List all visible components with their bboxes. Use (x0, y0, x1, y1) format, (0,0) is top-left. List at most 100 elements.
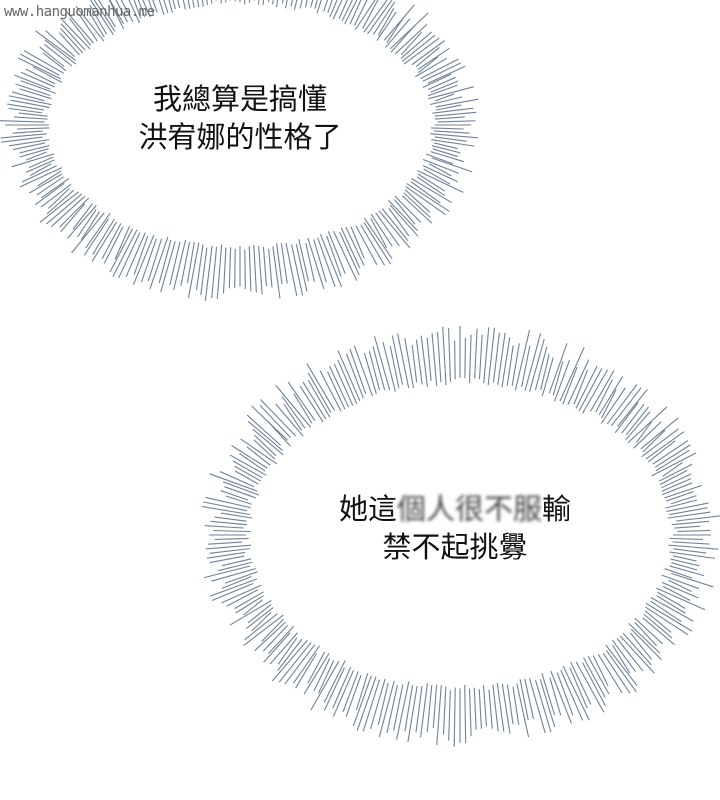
burst-line (333, 231, 358, 281)
burst-line (430, 96, 463, 106)
burst-line (353, 345, 373, 397)
burst-line (375, 212, 400, 247)
burst-line (332, 666, 352, 709)
burst-line (0, 133, 47, 139)
burst-line (516, 683, 530, 738)
burst-line (386, 17, 404, 44)
burst-line (291, 244, 304, 296)
burst-line (244, 249, 246, 289)
burst-line (619, 635, 655, 674)
burst-line (534, 679, 552, 733)
burst-line (25, 68, 56, 85)
burst-line (293, 393, 313, 424)
burst-line (656, 587, 706, 611)
burst-line (317, 660, 335, 694)
burst-line (362, 679, 381, 732)
burst-line (35, 30, 77, 62)
burst-line (332, 670, 355, 717)
burst-line (474, 328, 478, 379)
burst-line (172, 0, 176, 10)
burst-line (592, 655, 609, 687)
burst-line (271, 639, 308, 682)
burst-line (560, 669, 584, 721)
burst-line (337, 359, 358, 405)
burst-line (267, 625, 295, 655)
burst-line (307, 237, 325, 290)
burst-line (674, 525, 701, 529)
burst-line (247, 420, 284, 451)
burst-line (246, 414, 282, 446)
burst-line (246, 446, 271, 466)
burst-line (14, 74, 51, 90)
burst-line (350, 226, 365, 259)
burst-line (220, 512, 253, 519)
burst-line (492, 332, 500, 383)
line-end: 輸 (542, 492, 572, 526)
burst-line (598, 376, 624, 416)
burst-line (670, 495, 697, 505)
burst-line (403, 192, 431, 218)
burst-line (133, 0, 142, 19)
burst-line (614, 402, 639, 433)
burst-line (427, 65, 466, 84)
burst-line (621, 403, 645, 434)
burst-line (103, 226, 124, 264)
burst-line (295, 653, 318, 689)
burst-line (39, 191, 79, 223)
burst-line (610, 387, 642, 427)
burst-line (634, 621, 657, 647)
burst-line (370, 217, 388, 248)
burst-line (46, 193, 83, 225)
burst-line (540, 354, 550, 391)
burst-line (251, 611, 272, 632)
burst-line (400, 31, 423, 56)
burst-line (415, 47, 440, 68)
burst-line (434, 111, 477, 117)
burst-line (397, 333, 410, 389)
burst-line (601, 389, 617, 419)
burst-line (612, 644, 631, 674)
burst-line (468, 334, 472, 383)
burst-line (209, 473, 258, 492)
burst-line (651, 452, 697, 477)
burst-ring-1 (0, 0, 479, 301)
burst-line (430, 80, 459, 93)
burst-line (360, 224, 386, 266)
burst-line (606, 384, 638, 425)
burst-line (40, 183, 72, 208)
burst-line (589, 370, 615, 412)
bubble-1-line-1: 我總算是搞懂 (152, 82, 327, 116)
burst-line (12, 142, 46, 151)
burst-line (654, 444, 691, 468)
burst-line (662, 585, 691, 602)
burst-line (583, 657, 606, 698)
burst-line (23, 50, 65, 74)
burst-line (125, 232, 146, 278)
burst-line (644, 610, 672, 633)
bubble-2-line-1: 她這個人很不服輸 (300, 490, 610, 528)
burst-line (404, 189, 431, 213)
burst-line (394, 195, 422, 223)
burst-line (59, 197, 90, 228)
burst-line (20, 53, 60, 76)
burst-line (670, 572, 714, 588)
burst-line (541, 357, 554, 397)
burst-line (225, 495, 252, 505)
burst-line (200, 247, 208, 296)
burst-line (524, 678, 535, 720)
burst-line (252, 428, 284, 456)
burst-line (109, 0, 125, 25)
burst-line (40, 177, 70, 199)
burst-line (600, 387, 626, 424)
burst-line (197, 0, 200, 8)
burst-line (426, 337, 432, 382)
burst-line (332, 0, 343, 20)
burst-line (582, 662, 606, 707)
burst-line (28, 156, 54, 169)
burst-line (19, 148, 49, 158)
burst-line (647, 440, 676, 463)
burst-line (317, 237, 336, 288)
burst-line (645, 606, 689, 636)
burst-line (659, 463, 693, 482)
burst-line (575, 365, 598, 409)
